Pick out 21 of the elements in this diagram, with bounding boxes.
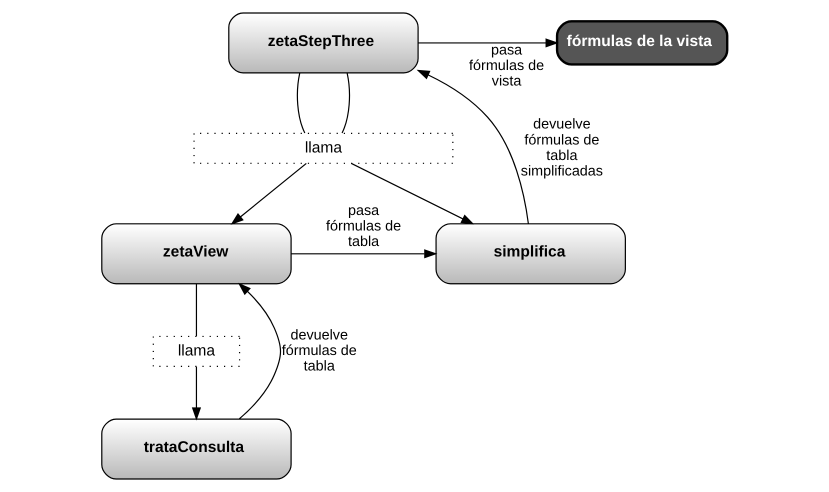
edge-label: pasa fórmulas de tabla	[326, 202, 402, 250]
edge-label: devuelve fórmulas de tabla simplificadas	[520, 116, 603, 180]
edge-label: pasa fórmulas de vista	[469, 42, 544, 90]
edge-label: devuelve fórmulas de tabla	[282, 328, 357, 375]
arrow	[238, 282, 282, 420]
arrow	[291, 249, 438, 258]
arrow	[230, 162, 307, 225]
connector	[196, 284, 198, 336]
arrow	[351, 162, 474, 225]
arrow	[416, 70, 529, 224]
node-box: zetaStepThree	[228, 12, 419, 74]
node-box: llama	[152, 336, 240, 368]
node-box: fórmulas de la vista	[556, 20, 728, 66]
node-box: zetaView	[101, 223, 292, 284]
arrow	[418, 38, 559, 48]
arrow	[192, 366, 202, 421]
node-box: trataConsulta	[101, 418, 292, 480]
node-box: simplifica	[435, 223, 626, 284]
connector	[296, 73, 306, 134]
connector	[342, 73, 350, 134]
node-box: llama	[193, 132, 454, 164]
